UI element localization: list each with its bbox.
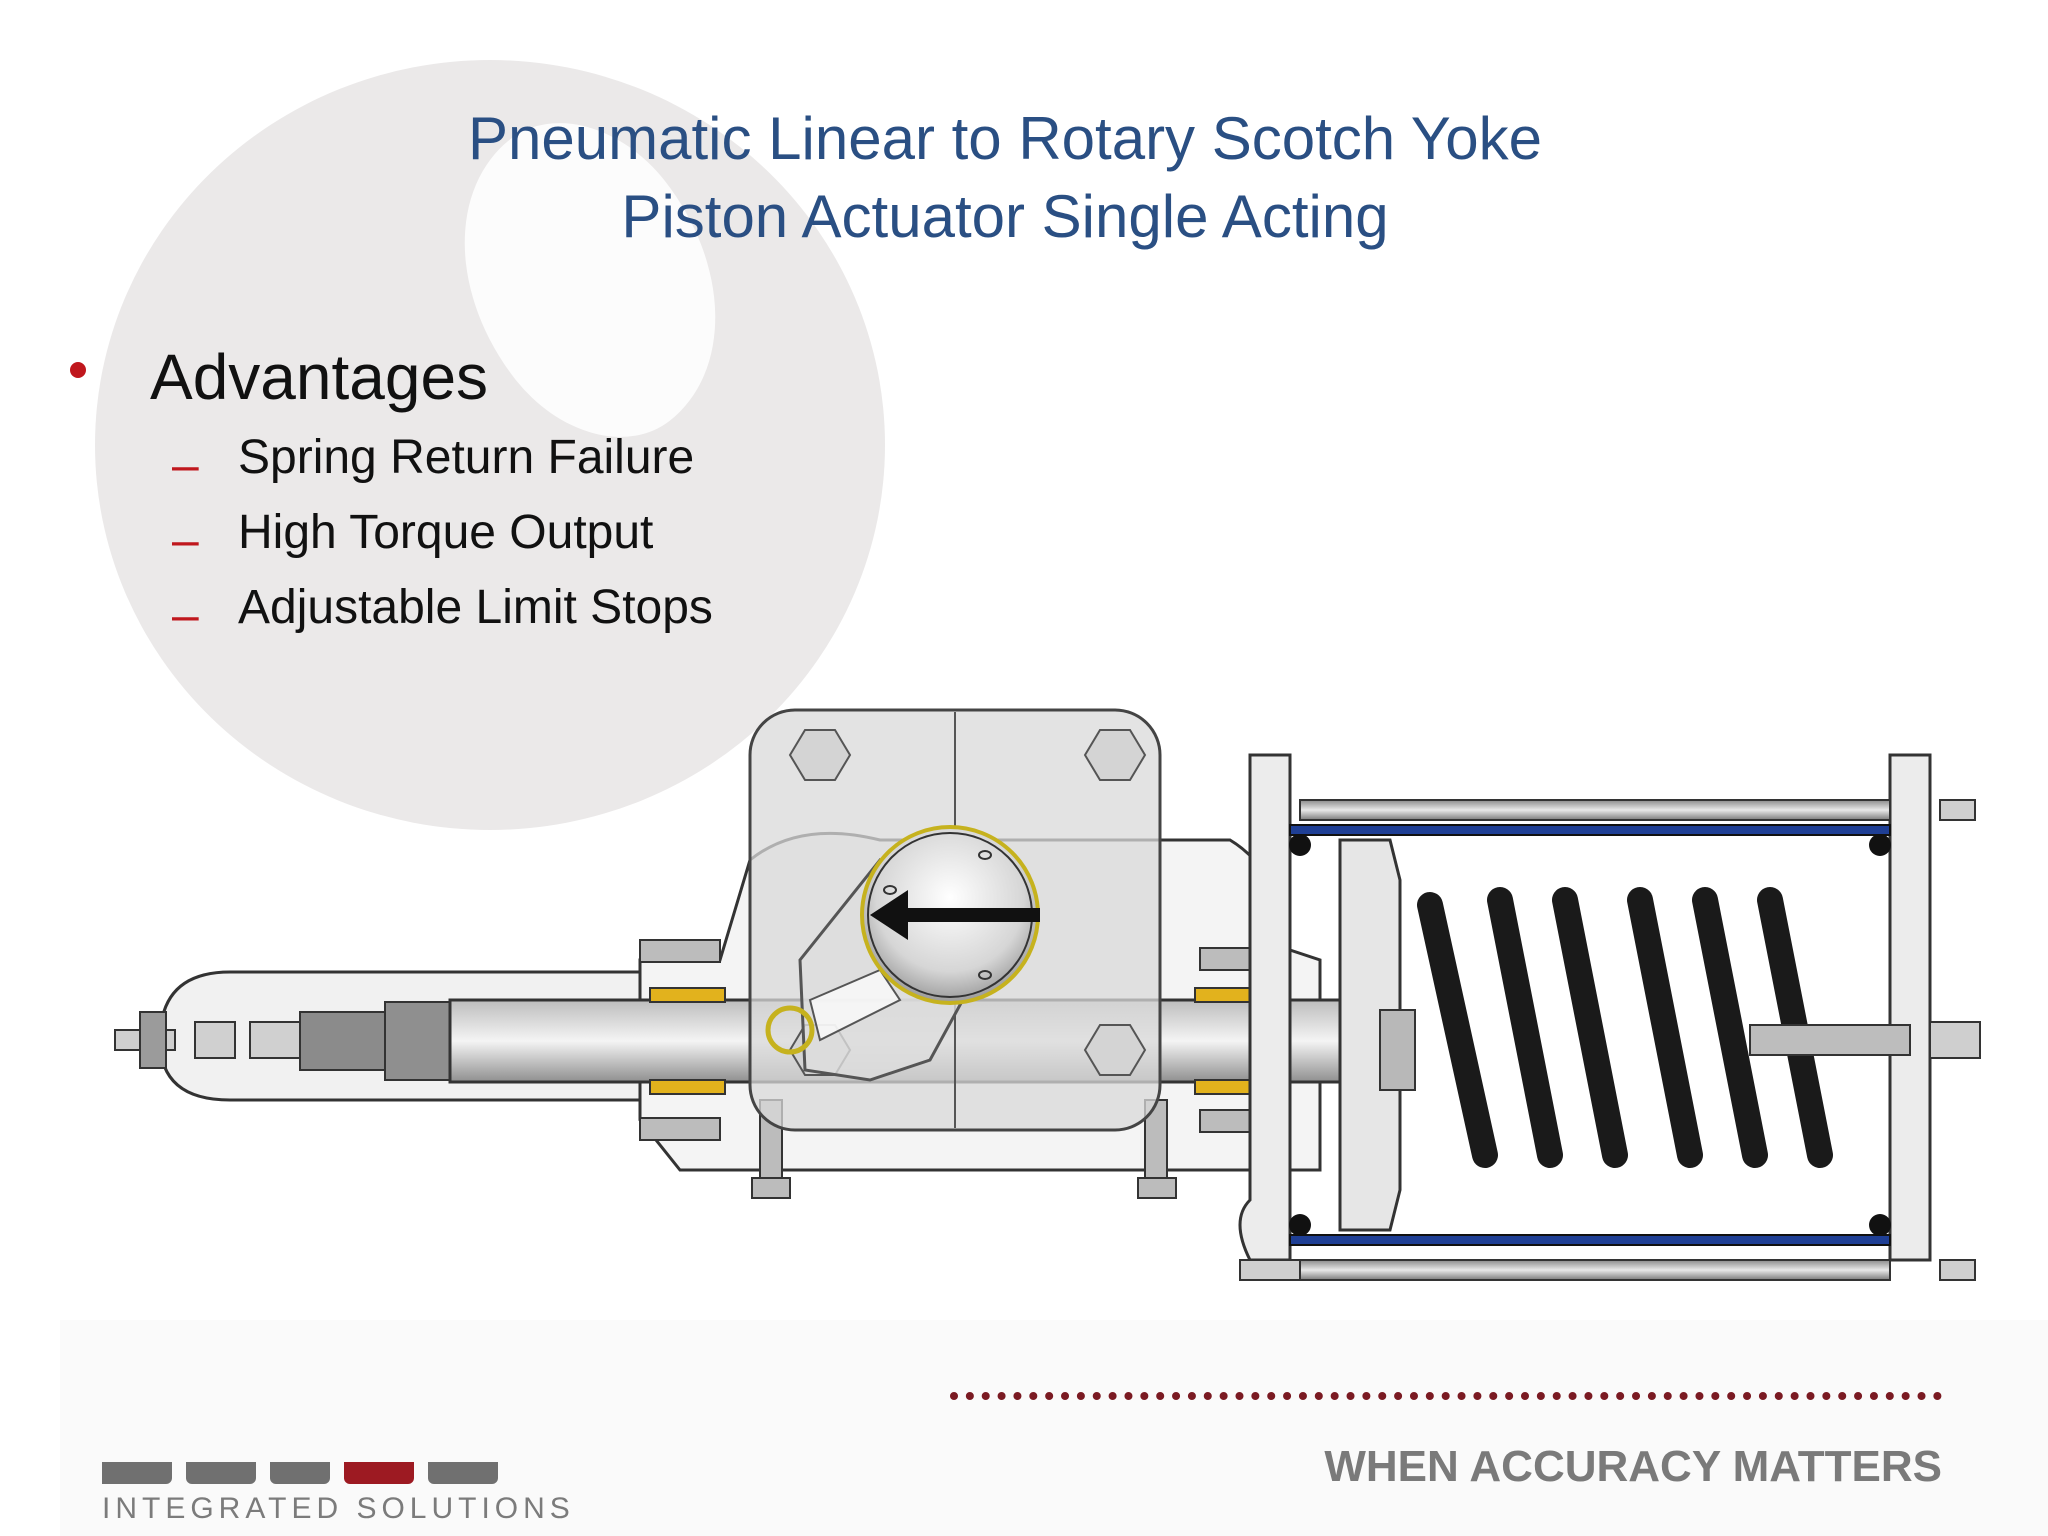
cylinder-wall-top [1289, 824, 1891, 836]
o-ring [1869, 1214, 1891, 1236]
hub-screw [978, 970, 992, 980]
stop-block [384, 1001, 456, 1081]
footer-band [60, 1320, 2048, 1536]
cylinder-wall-bottom [1289, 1234, 1891, 1246]
sub-bullet-text: High Torque Output [238, 506, 654, 559]
actuator-diagram [114, 708, 1981, 1281]
bullet-dot [70, 362, 86, 378]
tie-rod-nut [1239, 1259, 1301, 1281]
o-ring [1869, 834, 1891, 856]
tie-rod-nut [1939, 799, 1976, 821]
title-line-2: Piston Actuator Single Acting [621, 183, 1389, 250]
thread-section [194, 1021, 236, 1059]
bushing [649, 1079, 726, 1095]
spring-adjust-nut [1929, 1021, 1981, 1059]
bushing [649, 987, 726, 1003]
yoke-pin [765, 1005, 815, 1055]
yoke-slot [808, 968, 902, 1042]
advantages-heading: Advantages [150, 341, 489, 413]
rotation-arrow-icon [870, 890, 908, 940]
slide-title: Pneumatic Linear to Rotary Scotch Yoke P… [0, 100, 2010, 256]
dash-icon: – [172, 514, 199, 567]
title-line-1: Pneumatic Linear to Rotary Scotch Yoke [468, 105, 1542, 172]
logo-subtitle: INTEGRATED SOLUTIONS [102, 1492, 575, 1525]
dash-icon: – [172, 439, 199, 492]
tie-rod-nut [1939, 1259, 1976, 1281]
o-ring [1289, 834, 1311, 856]
o-ring [1289, 1214, 1311, 1236]
lock-nut [139, 1011, 167, 1069]
return-spring [1417, 887, 1833, 1168]
stop-screw [299, 1011, 391, 1071]
piston-nut [1379, 1009, 1416, 1091]
sub-bullet-text: Adjustable Limit Stops [238, 581, 713, 634]
thread-section [249, 1021, 301, 1059]
dotted-divider [950, 1392, 1942, 1400]
sub-bullet-text: Spring Return Failure [238, 431, 695, 484]
tie-rod-top [1299, 799, 1891, 821]
piston [1338, 838, 1402, 1232]
tagline: WHEN ACCURACY MATTERS [1324, 1442, 1942, 1491]
dash-icon: – [172, 589, 199, 642]
hub-screw [883, 885, 897, 895]
company-logo-mark [102, 1462, 522, 1484]
hub-screw [978, 850, 992, 860]
cylinder-end-cap-right [1888, 753, 1932, 1262]
spring-adjust-screw [1749, 1024, 1911, 1056]
tie-rod-bottom [1299, 1259, 1891, 1281]
